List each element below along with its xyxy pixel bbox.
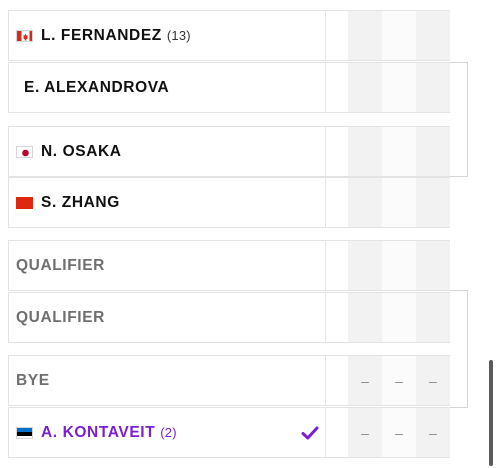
scrollbar[interactable] [489, 360, 493, 466]
row-divider [325, 178, 326, 227]
set-2-score [382, 241, 416, 290]
row-divider [325, 293, 326, 342]
row-divider [325, 408, 326, 457]
player-name: BYE [16, 371, 50, 389]
set-2-score-value: – [395, 424, 403, 441]
row-divider [325, 63, 326, 112]
set-2-score [382, 178, 416, 227]
bracket-connector [450, 62, 468, 177]
draw-row[interactable]: N. OSAKA [8, 126, 450, 177]
set-1-score-value: – [361, 424, 369, 441]
player-name: E. ALEXANDROVA [24, 78, 170, 96]
draw-row[interactable]: L. FERNANDEZ (13) [8, 10, 450, 61]
set-3-score [416, 127, 450, 176]
set-2-score [382, 63, 416, 112]
set-3-score-value: – [429, 372, 437, 389]
draw-row[interactable]: BYE – – – [8, 355, 450, 406]
set-2-score [382, 293, 416, 342]
set-3-score [416, 11, 450, 60]
draw-row[interactable]: A. KONTAVEIT (2) – – – [8, 407, 450, 458]
player-seed: (13) [166, 28, 191, 43]
row-divider [325, 11, 326, 60]
player-name: A. KONTAVEIT [41, 423, 156, 441]
row-divider [325, 127, 326, 176]
draw-row[interactable]: S. ZHANG [8, 177, 450, 228]
set-1-score: – [348, 356, 382, 405]
set-2-score [382, 11, 416, 60]
flag-canada-icon [16, 29, 33, 42]
player-name: L. FERNANDEZ [41, 26, 162, 44]
set-3-score: – [416, 408, 450, 457]
flag-estonia-icon [16, 426, 33, 439]
set-1-score [348, 127, 382, 176]
player-name: QUALIFIER [16, 308, 105, 326]
draw-row[interactable]: QUALIFIER [8, 240, 450, 291]
draw-row[interactable]: QUALIFIER [8, 292, 450, 343]
set-3-score [416, 178, 450, 227]
set-2-score: – [382, 408, 416, 457]
winner-check-icon [301, 426, 319, 439]
set-3-score-value: – [429, 424, 437, 441]
set-3-score [416, 293, 450, 342]
player-name: S. ZHANG [41, 193, 120, 211]
player-name: N. OSAKA [41, 142, 122, 160]
set-3-score: – [416, 356, 450, 405]
set-3-score [416, 241, 450, 290]
set-1-score [348, 11, 382, 60]
player-seed: (2) [160, 425, 177, 440]
set-1-score [348, 63, 382, 112]
set-1-score: – [348, 408, 382, 457]
set-1-score [348, 241, 382, 290]
row-divider [325, 356, 326, 405]
set-3-score [416, 63, 450, 112]
player-name: QUALIFIER [16, 256, 105, 274]
row-divider [325, 241, 326, 290]
bracket-connector [450, 290, 468, 408]
set-2-score [382, 127, 416, 176]
set-1-score [348, 293, 382, 342]
set-1-score [348, 178, 382, 227]
flag-china-icon [16, 196, 33, 209]
set-2-score-value: – [395, 372, 403, 389]
set-2-score: – [382, 356, 416, 405]
flag-japan-icon [16, 145, 33, 158]
draw-row[interactable]: E. ALEXANDROVA [8, 62, 450, 113]
set-1-score-value: – [361, 372, 369, 389]
